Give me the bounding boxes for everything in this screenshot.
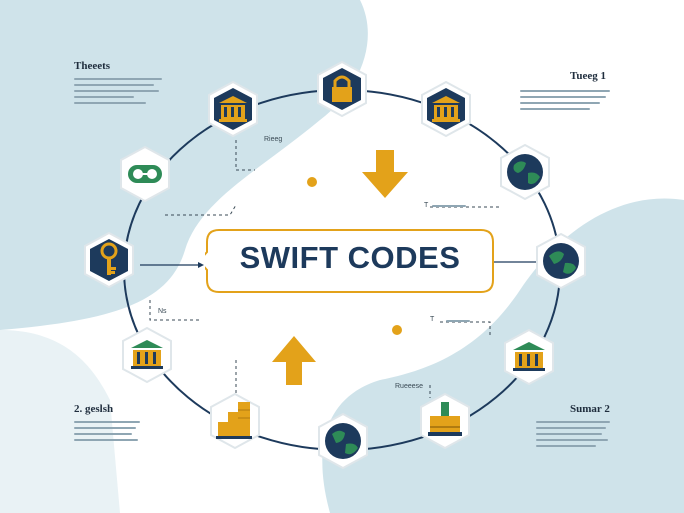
key-icon — [100, 242, 118, 275]
hex-node-gold-bottom-right — [420, 392, 470, 450]
text-lines-top-right — [520, 90, 612, 114]
label-rueeese: Rueeese — [395, 383, 424, 390]
hex-node-bank-top-right — [421, 80, 471, 138]
label-t-top: T — [424, 202, 429, 209]
center-box — [205, 229, 494, 293]
corner-title-bottom-left: 2. geslsh — [74, 403, 114, 415]
corner-title-top-right: Tueeg 1 — [570, 70, 606, 82]
globe-icon — [507, 154, 543, 190]
handshake-icon — [128, 165, 162, 183]
hex-node-bank-left — [122, 326, 172, 384]
bank-icon — [513, 342, 545, 371]
coins-icon — [216, 402, 252, 439]
hex-node-padlock — [317, 60, 367, 118]
down-arrow-icon — [362, 150, 408, 198]
bank-icon — [219, 96, 247, 122]
hex-node-globe-right-1 — [500, 143, 550, 201]
label-ns: Ns — [158, 308, 167, 315]
bank-icon — [131, 340, 163, 369]
globe-icon — [325, 423, 361, 459]
corner-title-top-left: Theeets — [74, 60, 111, 72]
text-lines-bottom-right — [536, 421, 612, 451]
corner-title-bottom-right: Sumar 2 — [570, 403, 610, 415]
up-arrow-icon — [272, 336, 316, 385]
bank-icon — [432, 96, 460, 122]
hex-node-globe-right-2 — [536, 232, 586, 290]
hex-node-coins-bottom-left — [210, 392, 260, 450]
hex-node-bank-right — [504, 328, 554, 386]
padlock-icon — [332, 75, 352, 102]
hex-node-bank-top-left — [208, 80, 258, 138]
text-lines-bottom-left — [74, 421, 144, 445]
center-title: SWIFT CODES — [239, 240, 461, 275]
hex-node-handshake — [120, 145, 170, 203]
hex-node-key-left — [84, 231, 134, 289]
hex-node-globe-bottom — [318, 412, 368, 470]
text-lines-top-left — [74, 78, 164, 108]
label-t-bottom: T — [430, 316, 435, 323]
label-rieeg: Rieeg — [264, 136, 283, 143]
gold-stack-icon — [428, 402, 462, 436]
globe-icon — [543, 243, 579, 279]
